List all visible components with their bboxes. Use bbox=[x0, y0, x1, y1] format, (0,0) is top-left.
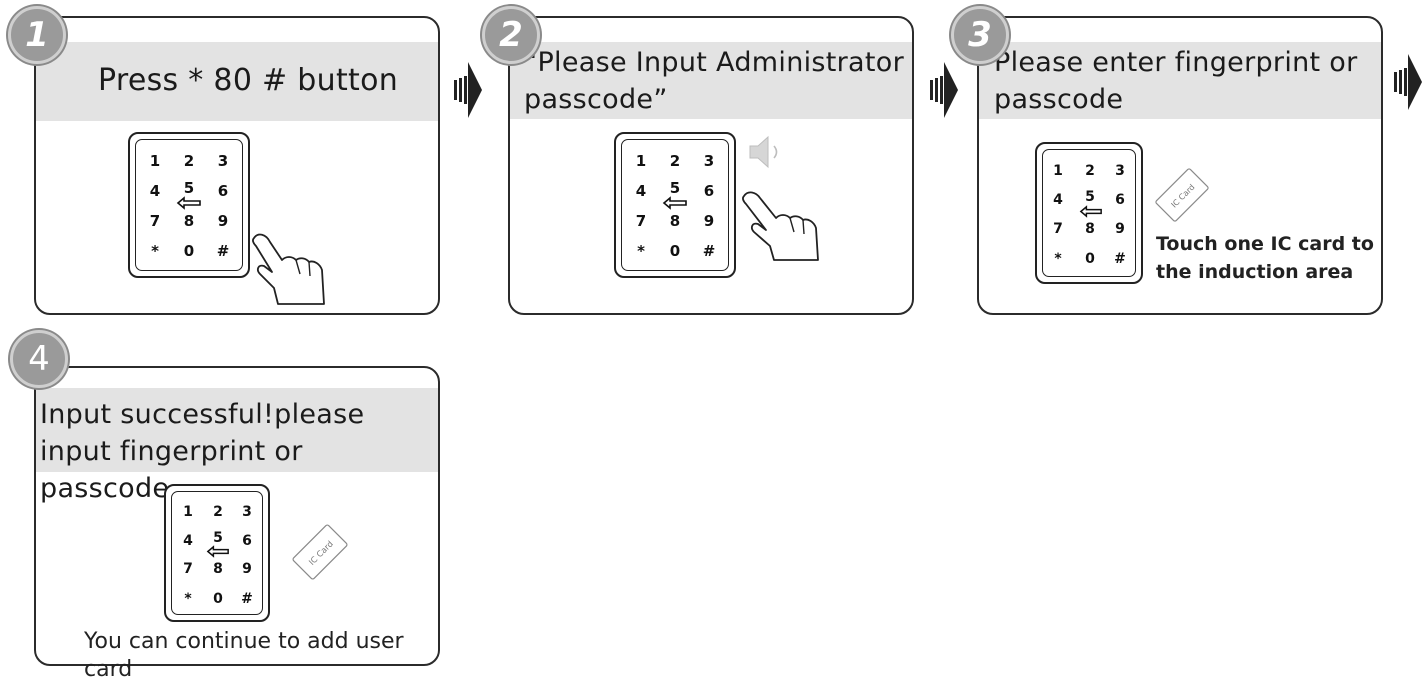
key-4: 4 bbox=[183, 533, 193, 549]
step-1-title: Press * 80 # button bbox=[98, 63, 399, 98]
key-8: 8 bbox=[669, 212, 681, 230]
key-5: 5 bbox=[1085, 189, 1095, 205]
pointing-hand-icon bbox=[252, 233, 325, 305]
next-arrow-icon bbox=[1394, 54, 1422, 110]
step-3-panel: Please enter fingerprint or passcode 1 2… bbox=[977, 16, 1383, 315]
key-6: 6 bbox=[242, 533, 252, 549]
key-8: 8 bbox=[1085, 221, 1095, 237]
step-1-panel: Press * 80 # button 1 2 3 4 5 6 7 8 9 * … bbox=[34, 16, 440, 315]
step-4-title-band bbox=[36, 388, 438, 472]
key-5: 5 bbox=[213, 530, 223, 546]
pointing-hand-icon bbox=[742, 191, 819, 261]
key-0: 0 bbox=[669, 242, 681, 260]
key-8: 8 bbox=[183, 212, 195, 230]
key-0: 0 bbox=[183, 242, 195, 260]
step-4-title: Input successful!please input fingerprin… bbox=[40, 399, 365, 504]
key-5: 5 bbox=[669, 179, 681, 197]
step-2-badge: 2 bbox=[482, 6, 540, 64]
key-9: 9 bbox=[703, 212, 715, 230]
key-7: 7 bbox=[183, 561, 193, 577]
step-3-badge: 3 bbox=[951, 6, 1009, 64]
step-2-title-band bbox=[510, 42, 912, 119]
card-logo-icon bbox=[1079, 205, 1102, 218]
card-logo-icon bbox=[662, 196, 687, 210]
key-4: 4 bbox=[149, 182, 161, 200]
key-1: 1 bbox=[183, 504, 193, 520]
key-3: 3 bbox=[217, 152, 229, 170]
key-5: 5 bbox=[183, 179, 195, 197]
key-4: 4 bbox=[1053, 192, 1063, 208]
card-logo-icon bbox=[206, 545, 229, 558]
keypad: 1 2 3 4 5 6 7 8 9 * 0 # bbox=[164, 484, 270, 622]
key-star: * bbox=[637, 242, 645, 260]
ic-card-icon: IC Card bbox=[1155, 168, 1209, 222]
key-3: 3 bbox=[242, 504, 252, 520]
step-4-badge: 4 bbox=[10, 330, 68, 388]
key-star: * bbox=[184, 591, 192, 607]
key-6: 6 bbox=[703, 182, 715, 200]
key-6: 6 bbox=[1115, 192, 1125, 208]
key-9: 9 bbox=[242, 561, 252, 577]
next-arrow-icon bbox=[930, 62, 958, 118]
speaker-icon bbox=[749, 135, 778, 169]
step-3-title: Please enter fingerprint or passcode bbox=[994, 47, 1358, 115]
key-6: 6 bbox=[217, 182, 229, 200]
key-hash: # bbox=[1114, 251, 1126, 267]
key-3: 3 bbox=[1115, 163, 1125, 179]
key-7: 7 bbox=[635, 212, 647, 230]
key-star: * bbox=[1054, 251, 1062, 267]
key-8: 8 bbox=[213, 561, 223, 577]
key-0: 0 bbox=[1085, 251, 1095, 267]
key-hash: # bbox=[216, 242, 230, 260]
key-hash: # bbox=[702, 242, 716, 260]
step-4-panel: Input successful!please input fingerprin… bbox=[34, 366, 440, 682]
step-3-note: Touch one IC card to the induction area bbox=[1156, 233, 1374, 283]
step-3-title-band bbox=[979, 42, 1381, 119]
key-7: 7 bbox=[149, 212, 161, 230]
ic-card-icon: IC Card bbox=[292, 524, 348, 580]
step-4-note: You can continue to add user card bbox=[84, 629, 404, 682]
key-2: 2 bbox=[669, 152, 681, 170]
key-9: 9 bbox=[1115, 221, 1125, 237]
key-star: * bbox=[151, 242, 159, 260]
key-7: 7 bbox=[1053, 221, 1063, 237]
next-arrow-icon bbox=[454, 62, 482, 118]
key-hash: # bbox=[241, 591, 253, 607]
key-0: 0 bbox=[213, 591, 223, 607]
keypad: 1 2 3 4 5 6 7 8 9 * 0 # bbox=[614, 132, 736, 278]
keypad: 1 2 3 4 5 6 7 8 9 * 0 # bbox=[1035, 142, 1143, 284]
key-2: 2 bbox=[183, 152, 195, 170]
step-2-title: “Please Input Administrator passcode” bbox=[524, 47, 905, 115]
key-1: 1 bbox=[1053, 163, 1063, 179]
keypad: 1 2 3 4 5 6 7 8 9 * 0 # bbox=[128, 132, 250, 278]
card-logo-icon bbox=[176, 196, 201, 210]
step-2-panel: “Please Input Administrator passcode” 1 … bbox=[508, 16, 914, 315]
key-3: 3 bbox=[703, 152, 715, 170]
step-1-title-band bbox=[36, 42, 438, 121]
key-1: 1 bbox=[149, 152, 161, 170]
key-4: 4 bbox=[635, 182, 647, 200]
key-1: 1 bbox=[635, 152, 647, 170]
key-2: 2 bbox=[213, 504, 223, 520]
key-9: 9 bbox=[217, 212, 229, 230]
step-1-badge: 1 bbox=[8, 6, 66, 64]
key-2: 2 bbox=[1085, 163, 1095, 179]
